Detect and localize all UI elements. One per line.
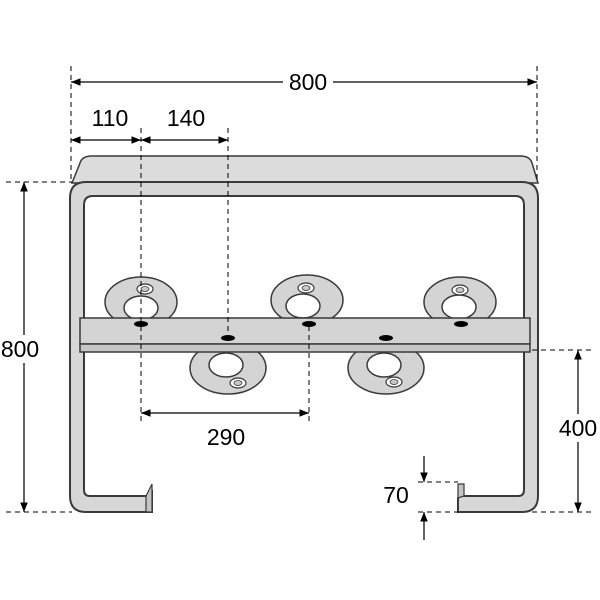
label-middle-height: 400 [559,415,597,441]
mounting-hole [134,321,148,327]
mounting-hole [454,321,468,327]
label-offset-110: 110 [92,105,129,131]
label-foot-height: 70 [383,482,409,508]
mounting-bar [79,317,531,353]
label-spacing-290: 290 [207,424,245,450]
label-overall-height: 800 [1,336,39,362]
frame-left-foot-end [145,483,153,513]
mounting-hole [379,335,393,341]
frame-right-foot-end [457,483,465,499]
label-spacing-140: 140 [167,105,205,131]
label-overall-width: 800 [289,69,327,95]
rosette-lower-1 [189,341,267,395]
rosette-upper-3 [423,276,497,328]
frame-top-face [70,155,540,184]
frame [69,155,540,513]
rosette-upper-2 [270,274,344,326]
mounting-hole [302,321,316,327]
rosette-lower-2 [347,341,425,395]
dimension-labels: 800 110 140 800 290 400 70 [0,68,600,508]
